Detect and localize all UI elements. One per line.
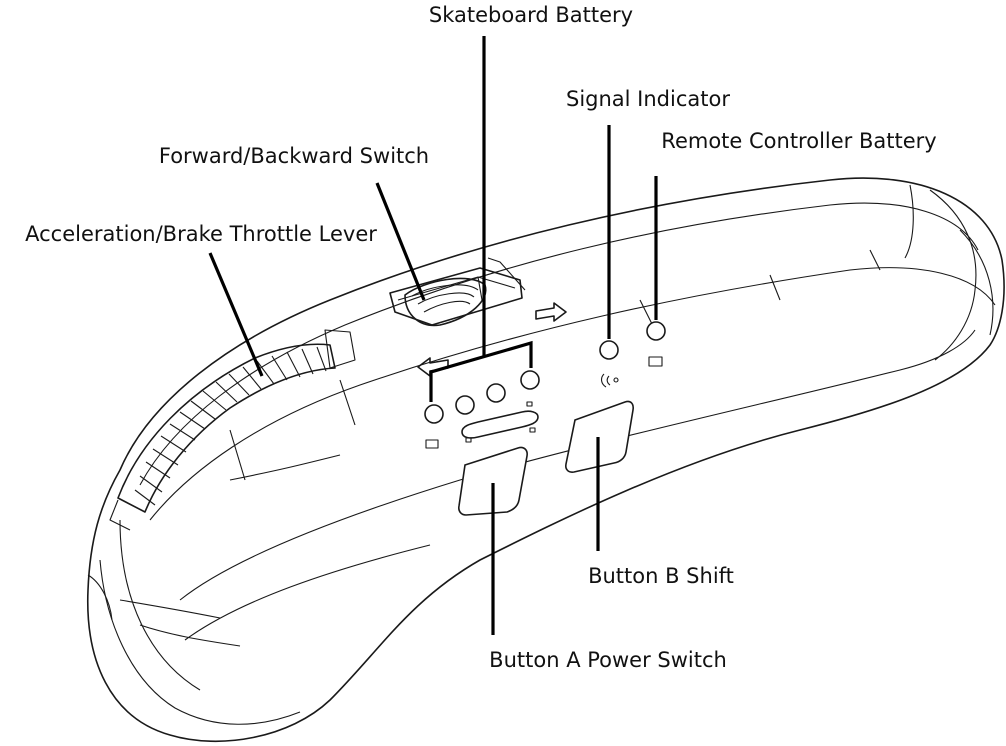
signal-indicator-led xyxy=(599,340,619,360)
label-button-b: Button B Shift xyxy=(588,564,734,588)
button-a[interactable] xyxy=(458,446,528,516)
arrow-right-icon xyxy=(535,302,567,322)
label-remote-controller-battery: Remote Controller Battery xyxy=(661,129,936,153)
button-b[interactable] xyxy=(565,400,634,473)
signal-icon xyxy=(601,373,619,388)
battery-led-1 xyxy=(424,404,444,424)
label-signal-indicator: Signal Indicator xyxy=(566,87,730,111)
battery-led-4 xyxy=(520,370,540,390)
throttle-lever xyxy=(109,343,336,531)
remote-battery-led xyxy=(646,321,666,367)
label-skateboard-battery: Skateboard Battery xyxy=(429,3,633,27)
label-forward-backward-switch: Forward/Backward Switch xyxy=(159,144,429,168)
labels: Skateboard Battery Signal Indicator Remo… xyxy=(25,3,937,672)
label-throttle-lever: Acceleration/Brake Throttle Lever xyxy=(25,222,377,246)
remote-body xyxy=(86,177,1005,743)
leader-lines xyxy=(208,36,658,635)
forward-backward-switch xyxy=(389,257,526,327)
label-button-a: Button A Power Switch xyxy=(489,648,727,672)
skateboard-icon xyxy=(461,401,539,443)
battery-led-3 xyxy=(486,383,506,403)
battery-led-2 xyxy=(455,395,475,415)
skateboard-battery-leds xyxy=(424,370,540,449)
